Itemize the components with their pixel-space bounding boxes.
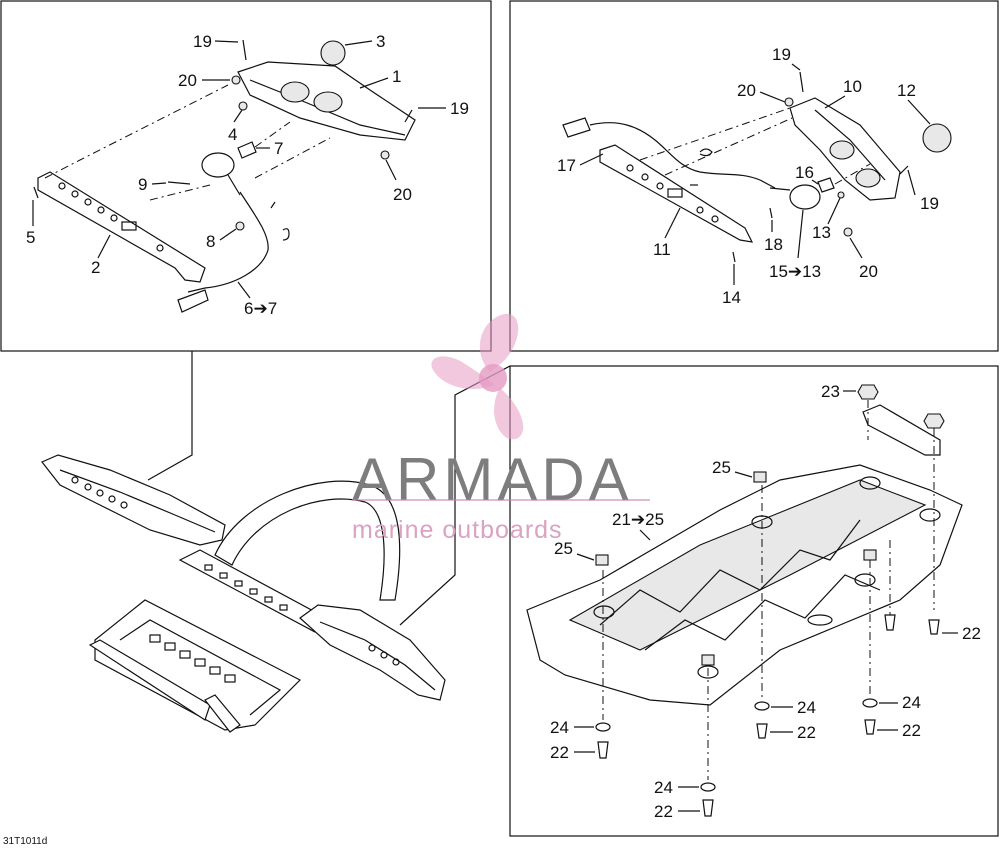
callout-tr-15to13: 15➔13 bbox=[769, 262, 821, 281]
callout-tl-8: 8 bbox=[206, 232, 215, 251]
frame-rail-right bbox=[204, 694, 241, 733]
callout-tr-14: 14 bbox=[722, 288, 741, 307]
callout-br-22c: 22 bbox=[797, 723, 816, 742]
callout-br-22a: 22 bbox=[962, 624, 981, 643]
callout-tr-19b: 19 bbox=[920, 194, 939, 213]
tl-light-assembly bbox=[33, 39, 416, 313]
panel-frame-top-left bbox=[0, 0, 492, 352]
tl-screw-9 bbox=[167, 181, 191, 185]
tl-screw-5 bbox=[33, 186, 39, 199]
callout-tr-18: 18 bbox=[764, 235, 783, 254]
br-nut-25a bbox=[753, 471, 767, 483]
tr-bracket-holes bbox=[626, 164, 719, 223]
callout-br-24b: 24 bbox=[797, 698, 816, 717]
callout-tl-5: 5 bbox=[26, 228, 35, 247]
figure-reference: 31T1011d bbox=[3, 836, 47, 847]
tl-bulb bbox=[237, 141, 257, 159]
frame-base bbox=[94, 599, 302, 731]
panel-frame-bottom-right bbox=[509, 365, 999, 837]
frame-left-light bbox=[41, 454, 226, 546]
tr-light-assembly bbox=[562, 71, 952, 263]
br-skid-assembly bbox=[526, 384, 963, 817]
callout-tl-20b: 20 bbox=[393, 185, 412, 204]
callout-tr-16: 16 bbox=[795, 163, 814, 182]
br-washer-24c bbox=[862, 698, 878, 708]
tl-screw-19-right bbox=[404, 109, 413, 123]
callout-br-22e: 22 bbox=[654, 802, 673, 821]
br-bolt-22a bbox=[597, 741, 609, 759]
callout-tl-19a: 19 bbox=[193, 32, 212, 51]
tl-wire bbox=[187, 191, 269, 293]
callout-br-23: 23 bbox=[821, 382, 840, 401]
tr-lamp bbox=[789, 184, 821, 210]
callout-tr-10: 10 bbox=[843, 77, 862, 96]
callout-tl-4: 4 bbox=[228, 125, 237, 144]
callout-tr-13: 13 bbox=[812, 223, 831, 242]
propeller-logo bbox=[431, 313, 524, 440]
detail-leader-left bbox=[147, 351, 193, 481]
frame-hoop bbox=[214, 480, 401, 601]
callout-tr-19a: 19 bbox=[772, 45, 791, 64]
callout-tr-11: 11 bbox=[653, 240, 671, 259]
tl-lamp bbox=[201, 152, 235, 178]
callout-tr-20a: 20 bbox=[737, 81, 756, 100]
callout-tl-7: 7 bbox=[274, 139, 283, 158]
callout-tl-1: 1 bbox=[392, 67, 401, 86]
watermark-subtitle: marine outboards bbox=[352, 516, 563, 544]
br-nut-25b bbox=[595, 554, 609, 566]
callout-tl-19b: 19 bbox=[450, 99, 469, 118]
callout-br-22b: 22 bbox=[550, 743, 569, 762]
br-bracket-bar bbox=[862, 404, 941, 456]
tl-lens bbox=[320, 40, 346, 66]
callout-br-21to25: 21➔25 bbox=[612, 510, 664, 529]
br-bolt-22d bbox=[884, 614, 896, 631]
tr-bulb bbox=[817, 177, 835, 193]
tr-bracket bbox=[599, 144, 754, 243]
callout-br-24c: 24 bbox=[902, 693, 921, 712]
callout-tl-3: 3 bbox=[376, 32, 385, 51]
br-nut-23 bbox=[857, 384, 879, 400]
watermark-title: ARMADA bbox=[352, 446, 633, 513]
watermark: ARMADA marine outboards bbox=[352, 313, 650, 544]
br-nut-23b bbox=[923, 413, 945, 429]
br-bolt-22b bbox=[756, 723, 768, 739]
br-bolt-22c bbox=[864, 719, 876, 735]
callout-br-24d: 24 bbox=[654, 778, 673, 797]
tr-wire bbox=[589, 122, 776, 189]
panel-frame-top-right bbox=[509, 0, 999, 352]
callout-tr-17: 17 bbox=[557, 156, 576, 175]
br-washer-24b bbox=[754, 701, 770, 711]
callout-tr-12: 12 bbox=[897, 81, 916, 100]
callout-br-25b: 25 bbox=[554, 539, 573, 558]
frame-right-light bbox=[299, 604, 446, 701]
br-washer-24d bbox=[700, 782, 716, 792]
tl-callouts: 19 3 20 1 19 4 7 20 9 5 8 2 6➔7 bbox=[26, 32, 469, 318]
main-frame-assembly bbox=[41, 454, 446, 733]
callout-tl-9: 9 bbox=[138, 175, 147, 194]
tl-screw-19-top bbox=[242, 39, 247, 61]
br-callouts: 23 25 21➔25 25 22 24 24 24 22 22 22 24 2… bbox=[550, 382, 981, 821]
br-bolt-22e bbox=[928, 619, 940, 635]
callout-tl-20a: 20 bbox=[178, 71, 197, 90]
callout-br-22d: 22 bbox=[902, 721, 921, 740]
callout-tl-6to7: 6➔7 bbox=[244, 299, 277, 318]
callout-br-24a: 24 bbox=[550, 718, 569, 737]
tr-lens bbox=[922, 123, 952, 153]
tl-bracket-holes bbox=[58, 182, 164, 252]
callout-tl-2: 2 bbox=[91, 258, 100, 277]
br-bolt-22f bbox=[702, 799, 714, 817]
tr-callouts: 19 20 10 12 17 16 19 11 18 13 14 15➔13 2… bbox=[557, 45, 939, 307]
br-washer-24a bbox=[595, 722, 611, 732]
callout-br-25a: 25 bbox=[712, 458, 731, 477]
callout-tr-20b: 20 bbox=[859, 262, 878, 281]
